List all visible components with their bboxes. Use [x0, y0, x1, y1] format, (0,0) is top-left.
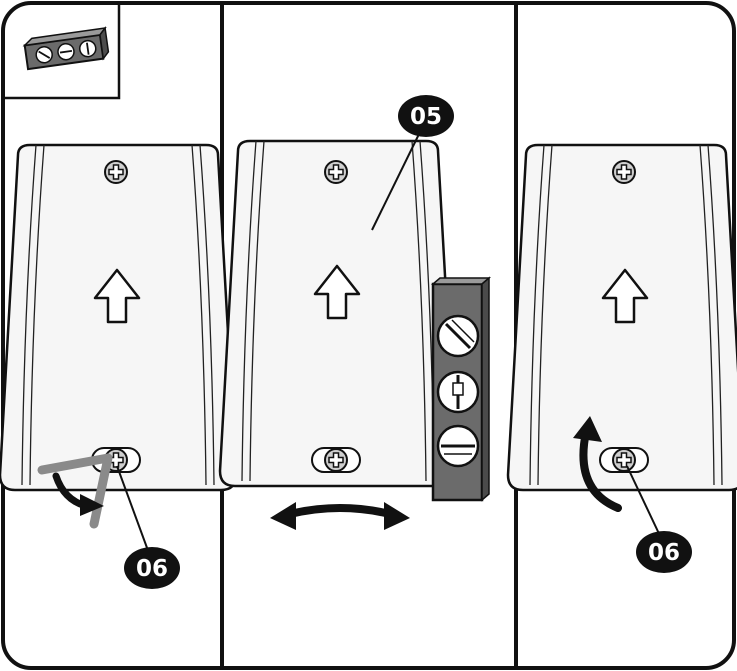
callout-05: 05	[398, 95, 454, 137]
lower-slot-screw	[312, 448, 360, 472]
top-screw	[104, 160, 128, 184]
callout-leader-06-right	[626, 465, 663, 541]
rotate-arrow-icon	[52, 472, 104, 516]
rotate-arrow-icon	[573, 416, 622, 512]
hex-key-icon	[37, 453, 113, 529]
callout-06-right: 06	[636, 531, 692, 573]
top-screw	[612, 160, 636, 184]
svg-text:05: 05	[410, 104, 442, 130]
panel-2: 05	[218, 95, 492, 530]
callout-06-left: 06	[124, 547, 180, 589]
top-screw	[324, 160, 348, 184]
inset-box	[5, 5, 121, 100]
callout-leader-06-left	[116, 465, 151, 557]
lower-slot-screw	[600, 448, 648, 472]
spirit-level-icon	[22, 26, 110, 71]
svg-text:06: 06	[648, 540, 680, 566]
callout-leader-05	[371, 131, 421, 231]
left-right-arrow-icon	[270, 502, 410, 530]
spirit-level-icon	[430, 276, 492, 502]
panel-3: 06	[506, 143, 737, 573]
panel-1: 06	[0, 5, 238, 589]
svg-text:06: 06	[136, 556, 168, 582]
